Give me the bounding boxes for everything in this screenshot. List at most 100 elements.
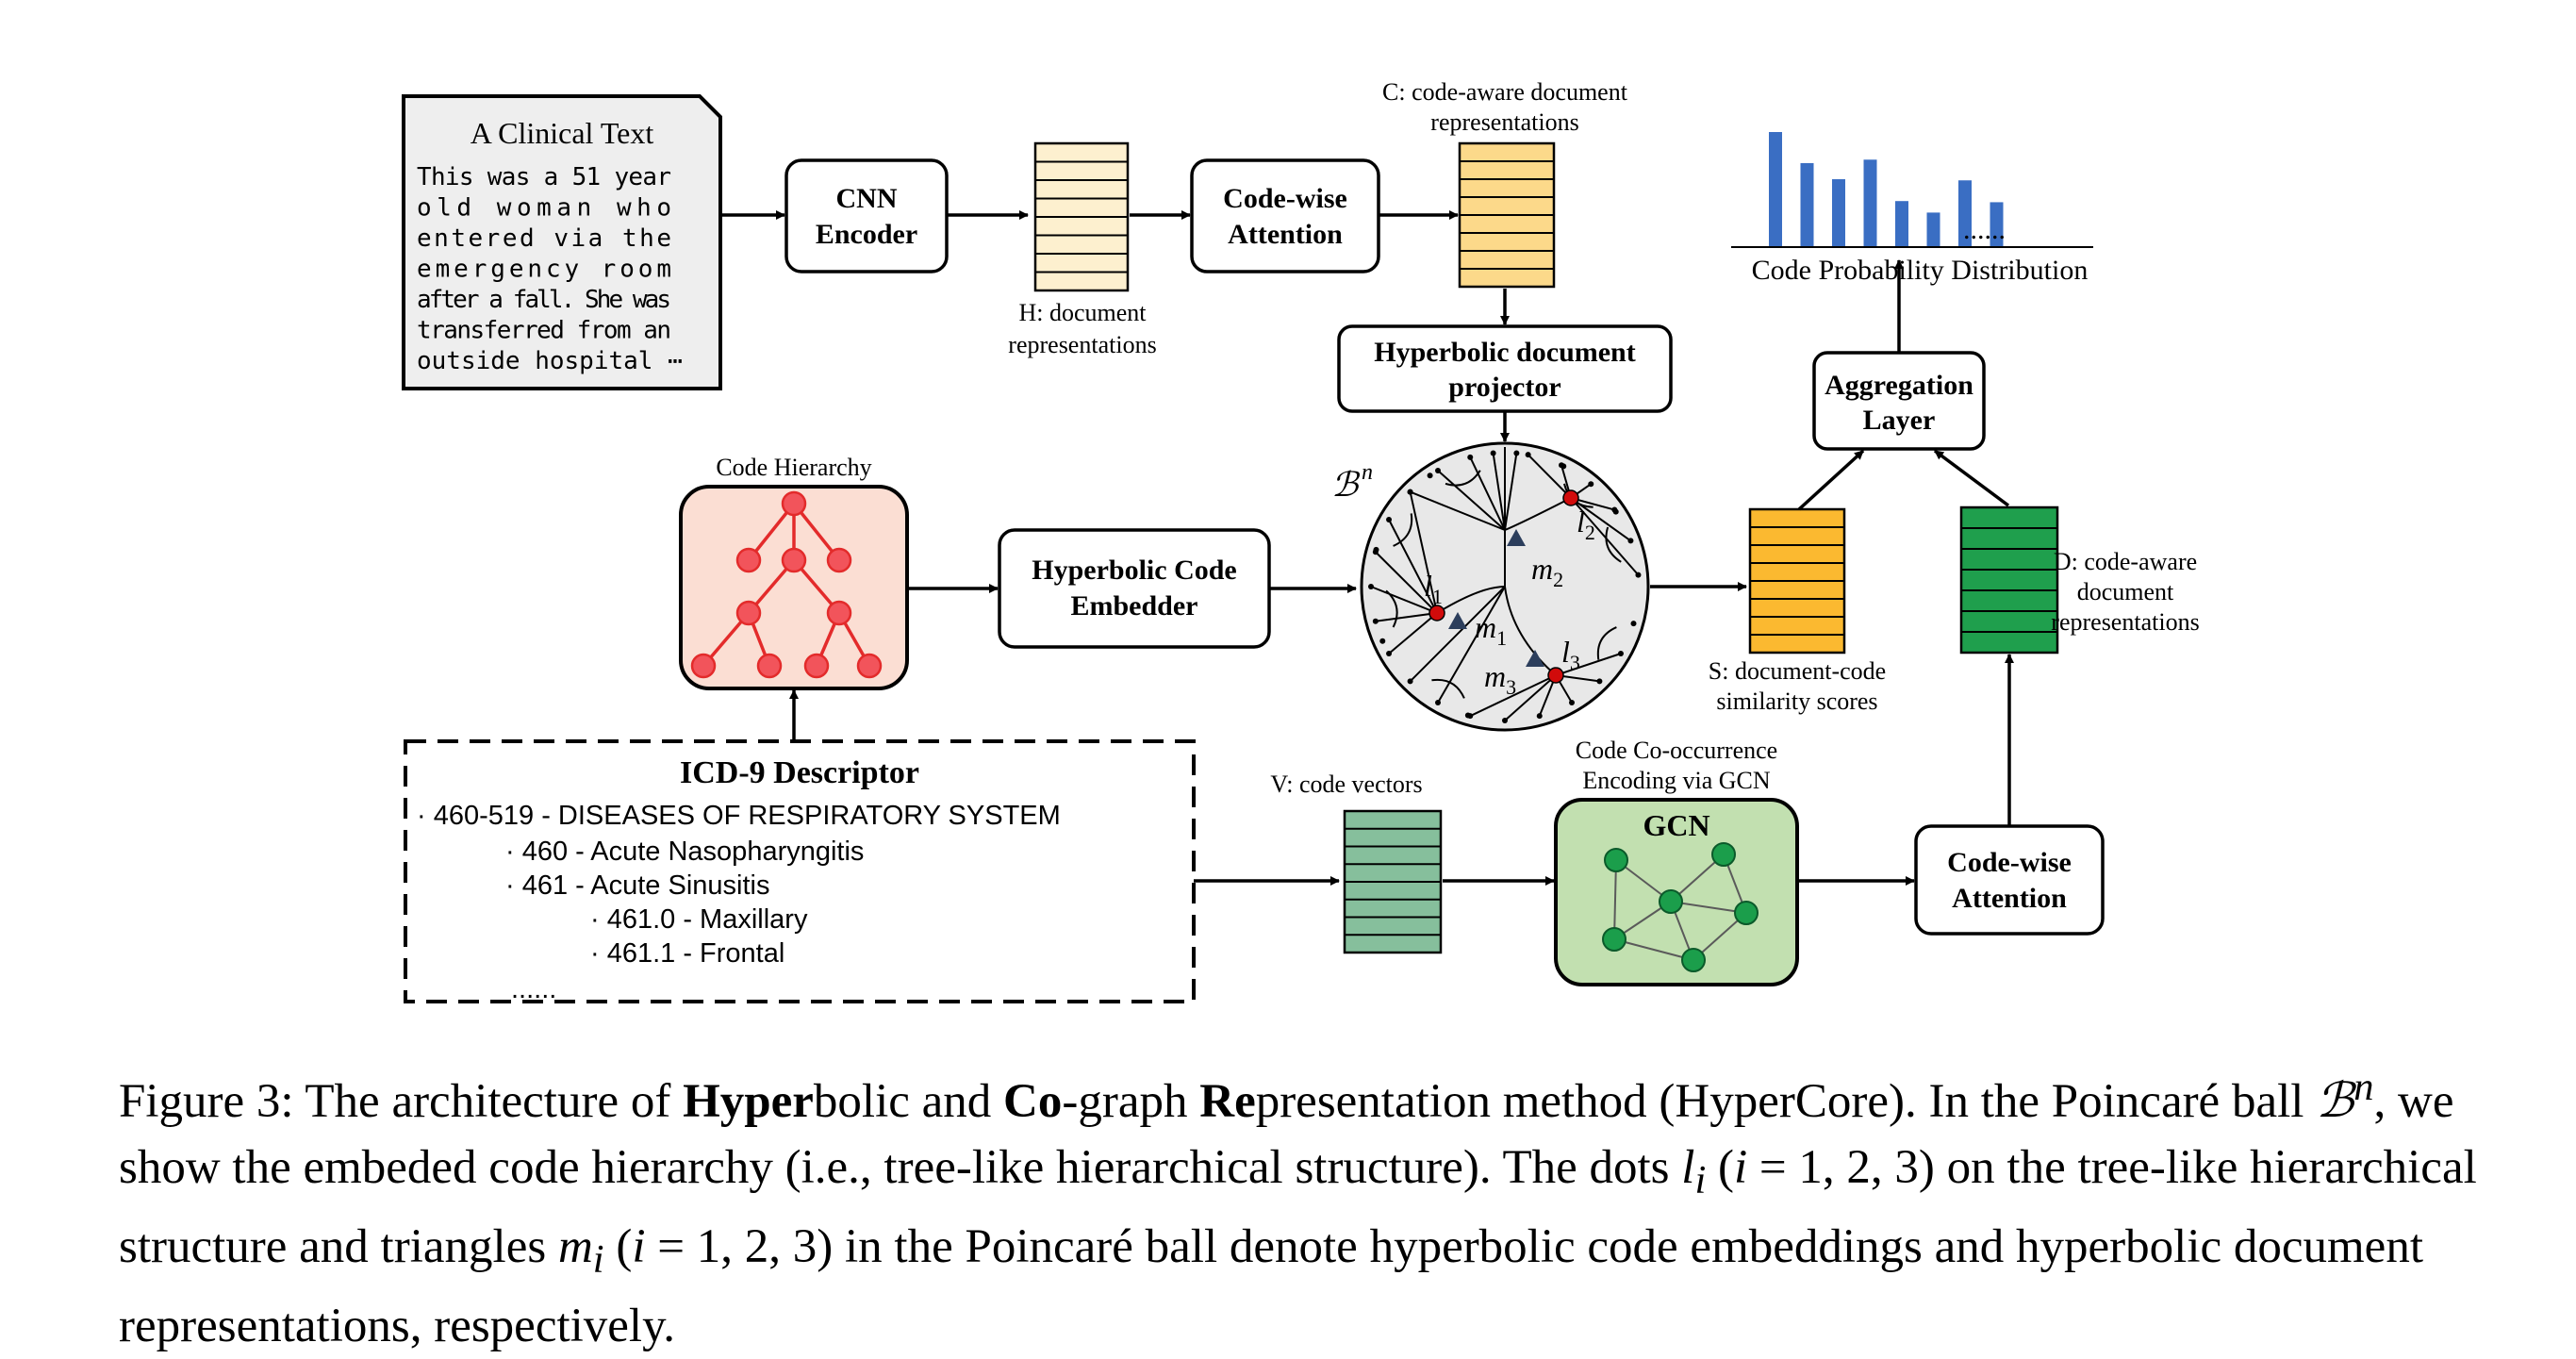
cnn-encoder-box: CNN Encoder bbox=[784, 158, 949, 273]
tree-node bbox=[856, 653, 883, 679]
ball-doc-point-m1 bbox=[1448, 612, 1467, 629]
caption-bold-co: Co bbox=[1003, 1075, 1063, 1128]
caption-l-var: l bbox=[1681, 1141, 1695, 1194]
ball-geodesic bbox=[1596, 626, 1617, 660]
c-matrix bbox=[1458, 141, 1556, 289]
gcn-node bbox=[1711, 842, 1736, 867]
ball-leaf-dot bbox=[1635, 572, 1642, 578]
code-hierarchy-label: Code Hierarchy bbox=[716, 454, 871, 481]
ball-leaf-dot bbox=[1379, 638, 1386, 644]
gcn-node bbox=[1659, 889, 1683, 914]
d-label-line2: document bbox=[2077, 578, 2174, 605]
s-label-line1: S: document-code bbox=[1709, 657, 1886, 685]
caption-ball-sup: n bbox=[2353, 1065, 2374, 1109]
flow-arrows bbox=[720, 210, 2014, 886]
ball-geodesic bbox=[1570, 497, 1640, 576]
caption-m-var: m bbox=[557, 1220, 593, 1274]
caption-open-2: ( bbox=[603, 1220, 633, 1274]
aggregation-layer-box: Aggregation Layer bbox=[1812, 351, 1986, 451]
cnn-encoder-line1: CNN bbox=[836, 183, 898, 214]
caption-bold-hyper: Hyper bbox=[683, 1075, 814, 1128]
clinical-text-line: transferred from an bbox=[417, 317, 671, 345]
clinical-text-line: after a fall. She was bbox=[417, 286, 671, 314]
cwa-top-line1: Code-wise bbox=[1223, 183, 1347, 214]
probability-bar bbox=[1769, 132, 1782, 247]
ball-geodesic bbox=[1393, 513, 1413, 547]
ball-leaf-dot bbox=[1617, 651, 1624, 656]
ball-leaf-dot bbox=[1502, 718, 1508, 723]
gcn-node bbox=[1734, 901, 1759, 925]
gcn-title: GCN bbox=[1643, 808, 1709, 842]
caption-part-7: in the Poincaré ball denote hyperbolic c… bbox=[119, 1220, 2423, 1353]
tree-node bbox=[735, 547, 762, 573]
h-label-line2: representations bbox=[1008, 331, 1156, 358]
clinical-text-line: This was a 51 year bbox=[417, 163, 671, 191]
ball-geodesic bbox=[1410, 490, 1506, 531]
arrow-d-to-agg bbox=[1933, 449, 2010, 507]
ball-leaf-dot bbox=[1467, 454, 1474, 460]
hyperbolic-code-embedder-box: Hyperbolic Code Embedder bbox=[998, 528, 1271, 649]
ball-leaf-dot bbox=[1513, 450, 1520, 456]
gcn-node bbox=[1604, 848, 1628, 872]
cwa-bottom-line2: Attention bbox=[1952, 883, 2067, 914]
v-label: V: code vectors bbox=[1270, 771, 1422, 798]
caption-ball-symbol: ℬ bbox=[2316, 1075, 2354, 1128]
agg-line2: Layer bbox=[1863, 405, 1936, 436]
tree-node bbox=[781, 490, 807, 517]
caption-i-var-2: i bbox=[632, 1220, 646, 1274]
ball-leaf-dot bbox=[1596, 678, 1603, 685]
h-matrix bbox=[1033, 141, 1130, 292]
code-hierarchy-panel bbox=[679, 485, 909, 690]
gcn-node bbox=[1602, 927, 1627, 952]
ball-leaf-dot bbox=[1407, 489, 1413, 495]
ball-leaf-dot bbox=[1464, 712, 1471, 719]
icd9-line: · 461.0 - Maxillary bbox=[590, 904, 808, 935]
ball-geodesic bbox=[1436, 586, 1506, 614]
ball-leaf-dot bbox=[1569, 699, 1575, 705]
ball-leaf-dot bbox=[1407, 678, 1413, 685]
c-label-line1: C: code-aware document bbox=[1382, 78, 1628, 106]
ball-leaf-dot bbox=[1368, 584, 1374, 589]
tree-node bbox=[803, 653, 830, 679]
agg-line1: Aggregation bbox=[1825, 370, 1973, 401]
ball-code-point-l2 bbox=[1562, 489, 1579, 506]
ball-geodesic bbox=[1469, 674, 1557, 718]
clinical-text-title: A Clinical Text bbox=[471, 116, 654, 150]
caption-part-1: Figure 3: The architecture of bbox=[119, 1075, 684, 1128]
ball-leaf-dot bbox=[1525, 452, 1531, 458]
ball-geodesic bbox=[1504, 453, 1518, 531]
hce-line1: Hyperbolic Code bbox=[1032, 555, 1237, 586]
clinical-text-line: outside hospital ⋯ bbox=[417, 347, 683, 375]
icd9-descriptor-box: ICD-9 Descriptor · 460-519 - DISEASES OF… bbox=[404, 739, 1196, 1004]
ball-code-point-l3 bbox=[1547, 667, 1564, 684]
tree-node bbox=[735, 600, 762, 626]
ball-geodesic bbox=[1431, 678, 1465, 699]
ball-geodesic bbox=[1504, 497, 1572, 531]
icd9-title: ICD-9 Descriptor bbox=[680, 755, 919, 790]
ball-leaf-dot bbox=[1386, 517, 1393, 522]
ball-geodesic bbox=[1409, 491, 1438, 614]
ball-code-point-l1 bbox=[1428, 605, 1445, 621]
ball-leaf-dot bbox=[1427, 472, 1433, 479]
icd9-line: · 460 - Acute Nasopharyngitis bbox=[505, 837, 864, 867]
icd9-line: · 460-519 - DISEASES OF RESPIRATORY SYST… bbox=[417, 801, 1061, 831]
caption-eq-2: = 1, 2, 3) bbox=[645, 1220, 834, 1274]
ball-geodesic bbox=[1375, 551, 1438, 614]
c-label-line2: representations bbox=[1430, 108, 1578, 136]
tree-node bbox=[690, 653, 717, 679]
caption-part-5: , we show the embeded code hierarchy (i.… bbox=[119, 1075, 2454, 1194]
code-prob-label: Code Probability Distribution bbox=[1752, 255, 2089, 286]
gcn-caption-line1: Code Co-occurrence bbox=[1576, 737, 1777, 764]
code-wise-attention-top-box: Code-wise Attention bbox=[1190, 158, 1380, 273]
clinical-text-line: old woman who bbox=[417, 194, 671, 223]
ball-doc-point-m3 bbox=[1526, 650, 1544, 667]
tree-node bbox=[781, 547, 807, 573]
probability-bar bbox=[1990, 202, 2004, 247]
caption-part-6: on the tree-like hierarchical structure … bbox=[119, 1141, 2477, 1274]
ball-doc-point-m2 bbox=[1507, 529, 1526, 546]
icd9-line: ...... bbox=[511, 974, 556, 1004]
ball-leaf-dot bbox=[1630, 621, 1637, 627]
gcn-node bbox=[1681, 948, 1706, 972]
caption-open-1: ( bbox=[1706, 1141, 1734, 1194]
